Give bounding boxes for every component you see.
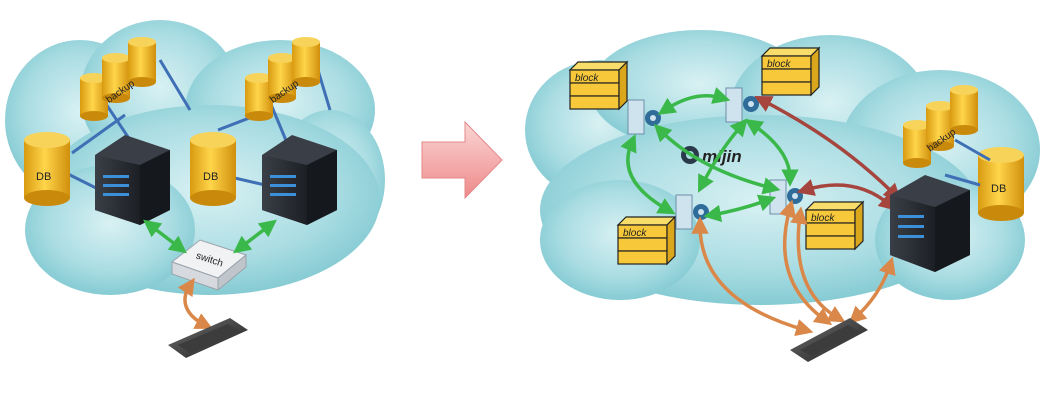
right-orange-arrows (691, 199, 896, 337)
block-label-2: block (767, 59, 791, 70)
left-db-label-2: DB (203, 171, 218, 183)
block-label: block (575, 73, 599, 84)
block-label-3: block (623, 228, 647, 239)
right-red-arrows (754, 96, 902, 211)
left-db-label: DB (36, 171, 51, 183)
block-label-4: block (811, 213, 835, 224)
left-phone-icon (168, 318, 248, 358)
switch-icon: switch (170, 239, 248, 292)
left-orange-arrow (177, 277, 213, 329)
left-backup-cluster-2: backup (245, 37, 320, 121)
block-stack-3: block (616, 215, 677, 266)
left-db-disk-2: DB (190, 132, 236, 206)
right-phone-icon (790, 318, 868, 362)
right-server-icon (890, 175, 970, 272)
right-db-label: DB (991, 183, 1006, 195)
right-db-disk: DB (978, 147, 1024, 221)
left-green-arrows (143, 219, 277, 254)
right-links (944, 138, 991, 187)
right-backup-cluster: backup (903, 85, 978, 168)
left-db-disk: DB (24, 132, 70, 206)
left-server-icon (95, 135, 170, 225)
block-stack-2: block (760, 46, 821, 97)
mijin-node-icon (627, 99, 661, 135)
block-stack-4: block (804, 200, 865, 251)
left-server-icon-2 (262, 135, 337, 225)
transition-arrow-icon (421, 120, 503, 200)
block-stack: block (568, 60, 629, 111)
left-backup-cluster: backup (80, 37, 156, 121)
